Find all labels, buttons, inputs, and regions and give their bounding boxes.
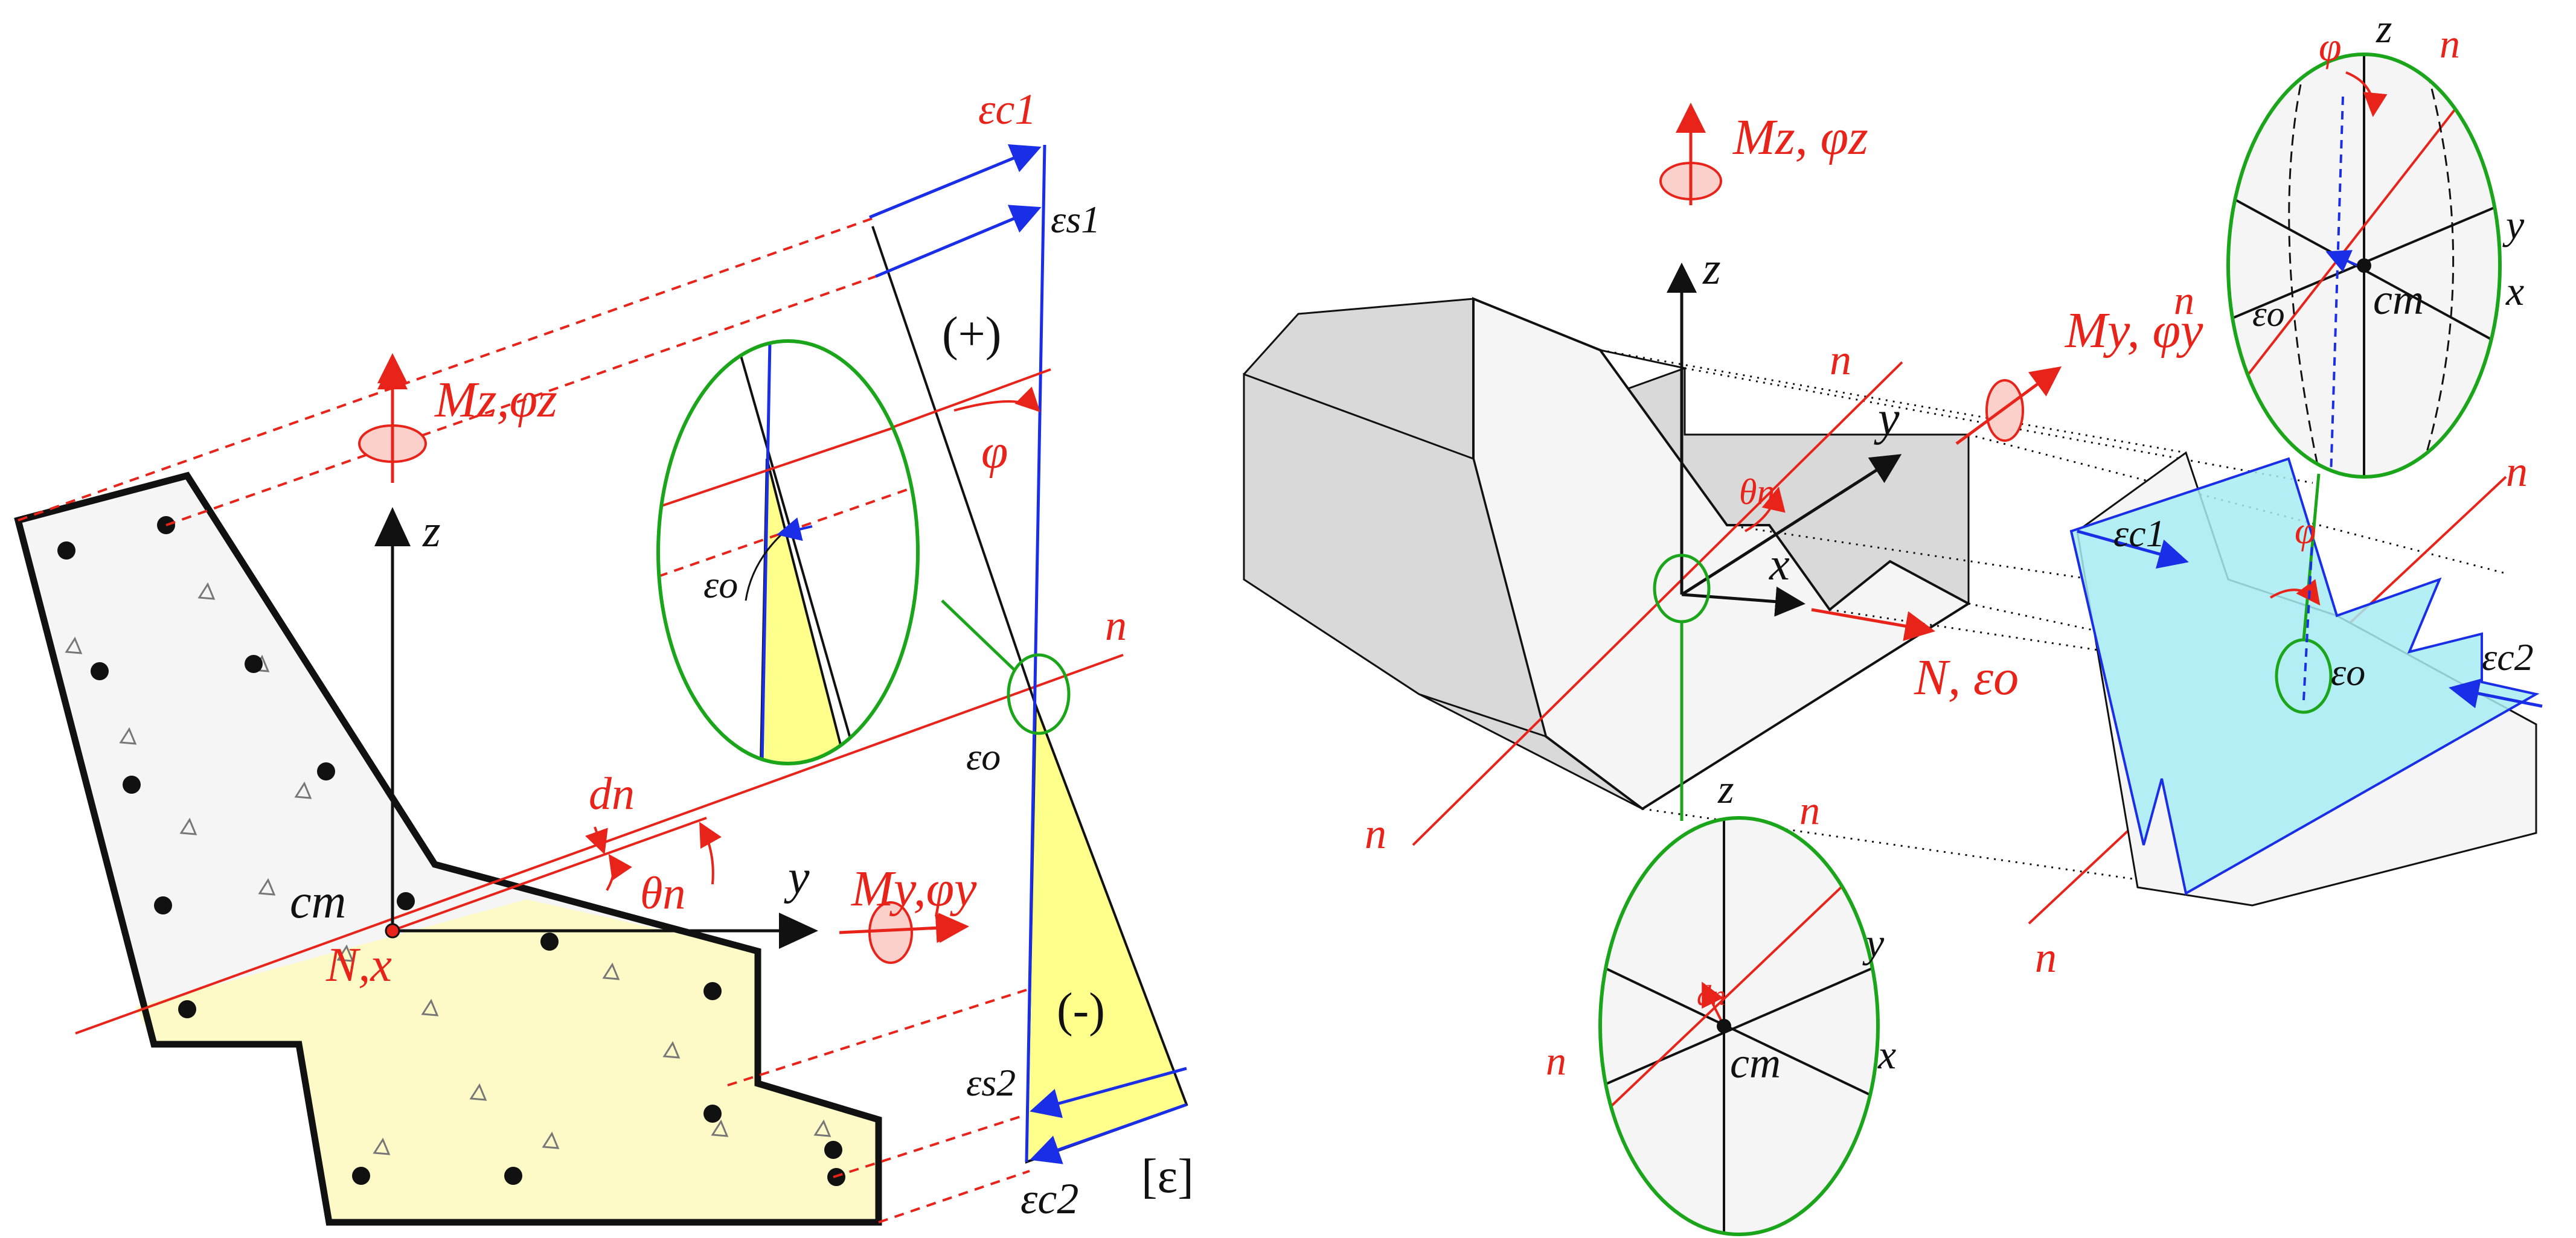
compression-strain-area [1025, 704, 1188, 1164]
label-x-3d: x [1769, 539, 1790, 590]
label-mz-3d: Mz, φz [1732, 109, 1868, 165]
label-n-right-3d: n [2506, 447, 2528, 496]
moment-z-icon [358, 353, 427, 483]
label-n-eps-3d: N, εo [1914, 649, 2019, 706]
theta-n-arc-3d [1745, 487, 1786, 532]
strain-section-3d [2069, 451, 2543, 907]
strain-line [1025, 144, 1046, 1163]
z-axis-arrow-icon [374, 507, 411, 546]
label-zoom-bottom-n1: n [1799, 787, 1820, 833]
label-eps-c1: εc1 [978, 85, 1036, 133]
label-n-mid-3d: n [1830, 336, 1851, 384]
y-axis-3d [1680, 454, 1902, 596]
x-axis-3d [1681, 586, 1805, 617]
label-my: My,φy [851, 861, 977, 917]
label-plus: (+) [942, 308, 1001, 361]
strain-base-line [871, 226, 1037, 706]
label-zoom-bottom-cm: cm [1730, 1039, 1781, 1087]
moment-z-3d-icon [1659, 103, 1722, 205]
label-y: y [784, 851, 810, 904]
moment-y-3d-icon [1955, 366, 2062, 445]
label-eps-o-3d: εo [2331, 651, 2365, 694]
compression-zone [136, 899, 879, 1222]
label-zoom-bottom-x: x [1877, 1032, 1896, 1077]
label-zoom-bottom-n2: n [1546, 1038, 1566, 1083]
label-dn: dn [589, 768, 635, 819]
label-my-3d: My, φy [2065, 302, 2203, 359]
strain-diagram [748, 144, 1188, 1164]
label-y-3d: y [1874, 392, 1900, 445]
label-eps-c2-3d: εc2 [2482, 636, 2534, 678]
label-zoom-top-n1: n [2440, 21, 2460, 66]
label-nx: N,x [325, 939, 392, 992]
label-zoom-top-n2: n [2174, 277, 2194, 323]
dn-arrow [585, 826, 608, 855]
phi-arc [953, 386, 1040, 412]
label-phi-3d: φ [2295, 509, 2316, 552]
label-phi: φ [981, 426, 1008, 479]
label-z-3d: z [1702, 243, 1721, 294]
label-theta-n-3d: θn [1739, 472, 1775, 512]
projection-lines [18, 216, 1030, 1224]
label-zoom-top-y: y [2502, 202, 2525, 247]
label-cm: cm [290, 875, 346, 928]
label-zoom-bottom-y: y [1862, 920, 1885, 966]
label-theta-n: θn [640, 868, 685, 919]
label-zoom-top-cm: cm [2373, 275, 2424, 324]
aggregate-marks [65, 582, 831, 1155]
neutral-point-circle [1007, 653, 1071, 735]
label-eps-c1-3d: εc1 [2113, 512, 2165, 555]
label-eps-o-zoom: εo [703, 563, 738, 606]
n-force-arrow [1811, 608, 1935, 641]
label-z: z [422, 506, 441, 557]
y-axis-arrow-icon [779, 913, 818, 949]
label-minus: (-) [1057, 984, 1105, 1037]
label-eps-c2: εc2 [1020, 1175, 1078, 1223]
label-mz: Mz,φz [434, 372, 557, 428]
label-n-left-3d: n [1365, 809, 1386, 858]
label-eps-o: εo [966, 735, 1001, 778]
label-eps-bracket: [ε] [1141, 1150, 1194, 1203]
moment-y-icon [839, 901, 969, 964]
label-n: n [1105, 601, 1127, 649]
zoom-detail-bottom [1598, 816, 1880, 1236]
label-eps-s1: εs1 [1051, 198, 1100, 241]
left-cross-section-figure: εc1 εs1 (+) φ εo n εo Mz,φz z dn θn y My… [14, 85, 1194, 1226]
zoom-detail-top [2226, 53, 2502, 479]
label-zoom-top-eps-o: εo [2252, 294, 2285, 334]
label-zoom-top-x: x [2505, 268, 2524, 314]
label-zoom-bottom-dn: dn [1697, 980, 1726, 1012]
label-zoom-top-phi: φ [2319, 24, 2342, 69]
right-3d-figure: Mz, φz z n My, φy y θn x N, εo n εc1 φ ε… [1243, 5, 2543, 1236]
reinforcement-bars [57, 516, 845, 1186]
label-n-bottom-3d: n [2035, 933, 2057, 981]
centroid-point [385, 923, 400, 939]
zoom-detail-left [656, 339, 920, 765]
theta-n-arc [606, 854, 632, 891]
label-eps-s2: εs2 [966, 1061, 1016, 1104]
label-zoom-top-z: z [2376, 5, 2392, 51]
member-3d [1243, 297, 1971, 811]
label-zoom-bottom-z: z [1717, 766, 1734, 812]
